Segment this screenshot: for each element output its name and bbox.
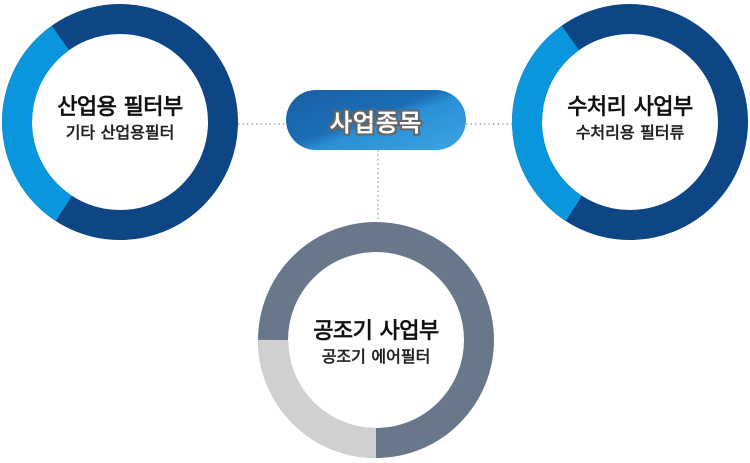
ring-industrial-filter [1, 3, 238, 240]
division-industrial-filter: 산업용 필터부 기타 산업용필터 [20, 94, 220, 144]
division-title: 산업용 필터부 [57, 95, 183, 120]
ring-water-treatment [512, 3, 748, 240]
ring-air-handling [258, 222, 494, 458]
business-areas-badge: 사업종목 [286, 90, 466, 150]
division-subtitle: 수처리용 필터류 [575, 123, 685, 142]
division-title: 수처리 사업부 [567, 95, 693, 120]
division-title: 공조기 사업부 [313, 319, 439, 344]
division-air-handling: 공조기 사업부 공조기 에어필터 [276, 318, 476, 368]
division-subtitle: 기타 산업용필터 [65, 123, 175, 142]
ring-accent-segment [512, 3, 748, 240]
division-water-treatment: 수처리 사업부 수처리용 필터류 [530, 94, 730, 144]
division-subtitle: 공조기 에어필터 [321, 347, 431, 366]
business-areas-label: 사업종목 [329, 108, 423, 137]
ring-accent-segment [258, 222, 494, 458]
ring-accent-segment [1, 3, 238, 240]
